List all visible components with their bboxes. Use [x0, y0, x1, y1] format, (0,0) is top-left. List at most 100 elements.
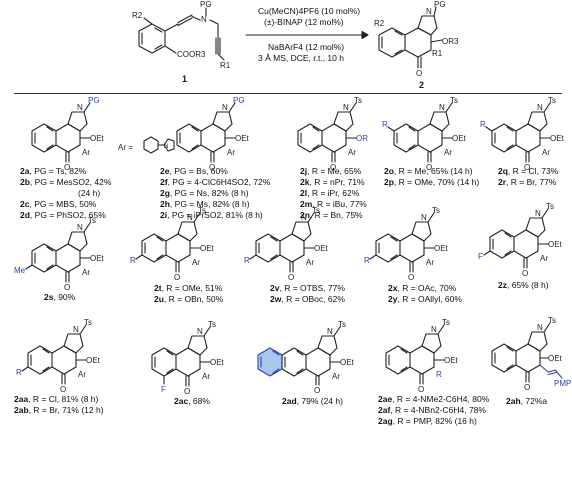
product-2-structure: N PG OR3 R1 O R2	[374, 0, 459, 78]
substrate-1-structure: N PG COOR3 R2 R1	[132, 0, 231, 70]
n-atom: N	[187, 213, 193, 222]
entries-2v-2w: 2v, R = OTBS, 77% 2w, R = OBoc, 62%	[270, 283, 345, 304]
r-label: R	[130, 256, 136, 265]
r-label: R	[480, 120, 486, 129]
n-atom: N	[327, 327, 333, 336]
ar-label: Ar	[192, 258, 200, 267]
n-atom: N	[197, 327, 203, 336]
oet-label: OEt	[548, 354, 563, 363]
structure-2ae-2ag: N Ts OEt R O	[385, 318, 459, 394]
o-atom: O	[60, 385, 66, 394]
ar-label: Ar	[78, 370, 86, 379]
n-atom: N	[301, 213, 307, 222]
n-atom: N	[426, 7, 432, 16]
reagent-copper: Cu(MeCN)4PF6 (10 mol%)	[258, 6, 361, 16]
structure-2z: F N Ts OEt Ar O	[478, 202, 563, 278]
f-label: F	[161, 385, 166, 394]
structure-2j-2n: N Ts OR Ar O	[297, 96, 368, 172]
substrate-number: 1	[182, 74, 188, 84]
ar-label: Ar	[82, 268, 90, 277]
ts-label: Ts	[208, 320, 216, 329]
reagent-conditions: 3 Å MS, DCE, r.t., 10 h	[258, 53, 344, 63]
o-atom: O	[418, 385, 424, 394]
structure-2aa-2ab: R N Ts OEt Ar O	[16, 318, 101, 394]
n-atom: N	[537, 323, 543, 332]
o-atom: O	[174, 273, 180, 282]
entries-2ac: 2ac, 68%	[174, 396, 210, 406]
n-atom: N	[164, 144, 168, 150]
ts-label: Ts	[442, 318, 450, 327]
entries-2e-2i: 2e, PG = Bs, 60% 2f, PG = 4-ClC6H4SO2, 7…	[160, 166, 271, 220]
n-atom: N	[343, 103, 349, 112]
ar-definition-structure: Ar = N	[118, 136, 175, 154]
structure-2s: Me N Ts OEt Ar O	[14, 216, 105, 292]
o-atom: O	[408, 273, 414, 282]
o-atom: O	[330, 163, 336, 172]
entries-2ae-2ag: 2ae, R = 4-NMe2-C6H4, 80% 2af, R = 4-NBn…	[378, 394, 490, 426]
entries-2x-2y: 2x, R = OAc, 70% 2y, R = OAllyl, 60%	[388, 283, 462, 304]
r-label: R	[382, 120, 388, 129]
structure-2ac: F N Ts OEt Ar O	[151, 320, 225, 396]
n-atom: N	[537, 103, 543, 112]
r-label: R	[16, 368, 22, 377]
oet-label: OEt	[235, 134, 250, 143]
pg-label: PG	[233, 96, 245, 105]
ts-label: Ts	[84, 318, 92, 327]
ar-label: Ar	[227, 148, 235, 157]
r-label: R	[436, 370, 442, 379]
entries-2aa-2ab: 2aa, R = Cl, 81% (8 h) 2ab, R = Br, 71% …	[14, 394, 104, 415]
reaction-arrow	[245, 30, 369, 40]
r1-label: R1	[220, 61, 231, 70]
structure-2ah: N Ts OEt PMP O	[491, 316, 571, 392]
ts-label: Ts	[338, 320, 346, 329]
ar-label: Ar	[348, 148, 356, 157]
structure-2t-2u: R N Ts OEt Ar O	[130, 206, 215, 282]
entries-2o-2p: 2o, R = Me, 65% (14 h) 2p, R = OMe, 70% …	[384, 166, 480, 187]
oet-label: OEt	[200, 244, 215, 253]
n-atom: N	[535, 209, 541, 218]
o-atom: O	[426, 163, 432, 172]
ar-def-label: Ar =	[118, 143, 133, 152]
ar-label: Ar	[426, 258, 434, 267]
ar-label: Ar	[542, 148, 550, 157]
ts-label: Ts	[450, 96, 458, 105]
n-atom: N	[431, 325, 437, 334]
entries-2z: 2z, 65% (8 h)	[498, 280, 549, 290]
oet-label: OEt	[210, 358, 225, 367]
n-atom: N	[439, 103, 445, 112]
pg-label: PG	[88, 96, 100, 105]
structure-2q-2r: R N Ts OEt Ar O	[480, 96, 565, 172]
o-atom: O	[314, 386, 320, 395]
ts-label: Ts	[548, 316, 556, 325]
o-atom: O	[522, 269, 528, 278]
coor3-label: COOR3	[177, 50, 206, 59]
entries-2q-2r: 2q, R = Cl, 73% 2r, R = Br, 77%	[498, 166, 559, 187]
entries-2j-2n: 2j, R = Me, 65% 2k, R = nPr, 71% 2l, R =…	[300, 166, 367, 220]
pg-label: PG	[434, 0, 446, 9]
structure-2ad: N Ts OEt Ar O	[257, 320, 355, 395]
f-label: F	[478, 252, 483, 261]
oet-label: OEt	[314, 244, 329, 253]
ts-label: Ts	[432, 206, 440, 215]
n-atom: N	[421, 213, 427, 222]
oet-label: OEt	[444, 356, 459, 365]
ts-label: Ts	[548, 96, 556, 105]
oet-label: OEt	[452, 134, 467, 143]
structure-2a-2d: N PG OEt Ar O	[31, 96, 105, 172]
pmp-label: PMP	[554, 379, 571, 388]
me-label: Me	[14, 266, 26, 275]
r-label: R	[364, 256, 370, 265]
oet-label: OEt	[90, 134, 105, 143]
r-label: R	[244, 256, 250, 265]
reagent-binap: (±)-BINAP (12 mol%)	[264, 17, 344, 27]
ar-label: Ar	[306, 258, 314, 267]
n-atom: N	[222, 103, 228, 112]
o-atom: O	[524, 163, 530, 172]
o-atom: O	[64, 163, 70, 172]
o-atom: O	[209, 163, 215, 172]
ar-label: Ar	[332, 372, 340, 381]
oet-label: OEt	[90, 254, 105, 263]
or3-label: OR3	[442, 37, 459, 46]
ar-label: Ar	[202, 372, 210, 381]
